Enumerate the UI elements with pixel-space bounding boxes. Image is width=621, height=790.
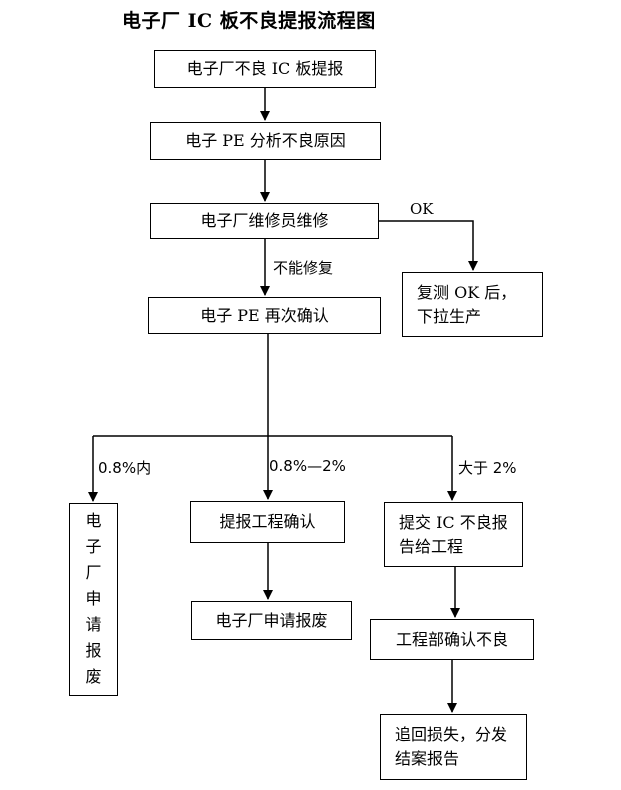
box-scrap-apply-left: 电子厂申请报废 bbox=[69, 503, 118, 696]
box-eng-confirm-label: 提报工程确认 bbox=[219, 512, 316, 531]
box-scrap-apply-left-label: 电子厂申请报废 bbox=[85, 511, 102, 686]
label-branch-high: 大于 2% bbox=[458, 459, 517, 477]
box-recover-loss-label: 追回损失，分发结案报告 bbox=[395, 725, 508, 768]
page-title: 电子厂 IC 板不良提报流程图 bbox=[122, 10, 376, 32]
box-pe-analyze-label: 电子 PE 分析不良原因 bbox=[185, 131, 346, 150]
box-recover-loss: 追回损失，分发结案报告 bbox=[380, 714, 527, 780]
box-scrap-apply-mid-label: 电子厂申请报废 bbox=[215, 610, 328, 630]
box-scrap-apply-mid: 电子厂申请报废 bbox=[191, 601, 352, 640]
connector-repair-to-retest bbox=[378, 220, 478, 271]
box-eng-confirm: 提报工程确认 bbox=[190, 501, 345, 543]
label-cannot-fix: 不能修复 bbox=[273, 259, 334, 277]
box-eng-dept-confirm: 工程部确认不良 bbox=[370, 619, 534, 660]
box-submit-report: 提交 IC 不良报告给工程 bbox=[384, 502, 523, 567]
box-repair: 电子厂维修员维修 bbox=[150, 203, 379, 239]
box-eng-dept-confirm-label: 工程部确认不良 bbox=[395, 629, 508, 649]
box-pe-analyze: 电子 PE 分析不良原因 bbox=[150, 122, 381, 160]
label-ok: OK bbox=[410, 200, 434, 218]
box-retest: 复测 OK 后，下拉生产 bbox=[402, 272, 543, 337]
box-report-label: 电子厂不良 IC 板提报 bbox=[186, 59, 344, 78]
box-repair-label: 电子厂维修员维修 bbox=[200, 211, 329, 230]
box-pe-confirm: 电子 PE 再次确认 bbox=[148, 297, 381, 334]
label-branch-mid: 0.8%—2% bbox=[269, 457, 346, 475]
box-pe-confirm-label: 电子 PE 再次确认 bbox=[200, 305, 329, 325]
box-retest-label: 复测 OK 后，下拉生产 bbox=[417, 282, 517, 326]
label-branch-low: 0.8%内 bbox=[98, 459, 152, 477]
box-submit-report-label: 提交 IC 不良报告给工程 bbox=[399, 512, 508, 556]
box-report-defective-ic: 电子厂不良 IC 板提报 bbox=[154, 50, 376, 88]
